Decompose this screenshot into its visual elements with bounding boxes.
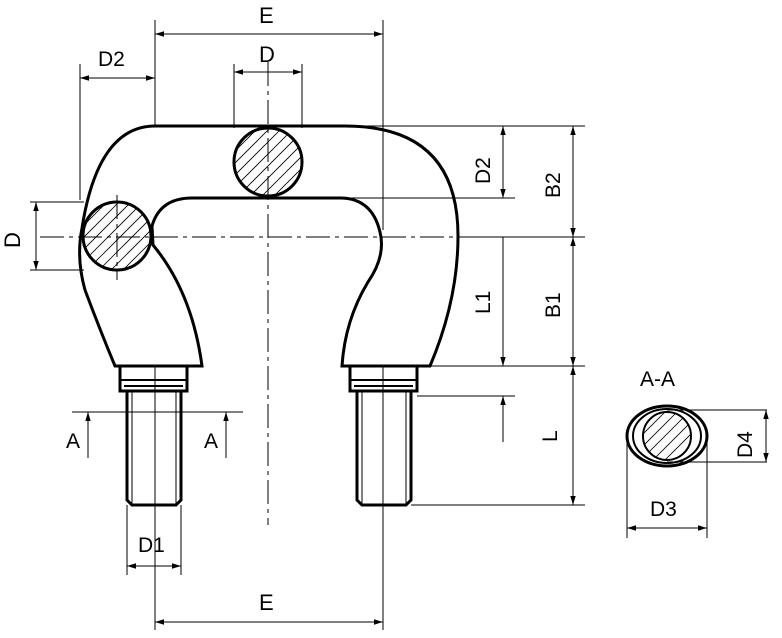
- label-d2-left: D2: [98, 48, 125, 71]
- label-d4: D4: [734, 431, 757, 458]
- label-d3: D3: [650, 498, 677, 521]
- handle-body: [78, 124, 460, 368]
- left-thread-stud: [118, 364, 189, 507]
- section-aa-view: [625, 404, 769, 538]
- extension-lines: [30, 20, 585, 630]
- label-b2: B2: [542, 172, 565, 198]
- label-e-top: E: [259, 3, 274, 28]
- top-section-circle: [232, 126, 304, 198]
- label-l: L: [539, 430, 562, 442]
- label-d1: D1: [138, 534, 165, 557]
- label-d-left: D: [0, 232, 25, 248]
- label-b1: B1: [542, 292, 565, 318]
- label-section-a-left: A: [66, 430, 80, 453]
- label-d-top: D: [259, 42, 275, 67]
- dimension-lines: [33, 31, 576, 625]
- center-lines: [40, 62, 470, 525]
- label-section-a-right: A: [204, 430, 218, 453]
- label-e-bottom: E: [259, 590, 274, 615]
- label-d2-right: D2: [472, 157, 495, 184]
- label-l1: L1: [472, 291, 495, 314]
- section-markers: [72, 411, 243, 458]
- label-section-title: A-A: [640, 368, 675, 391]
